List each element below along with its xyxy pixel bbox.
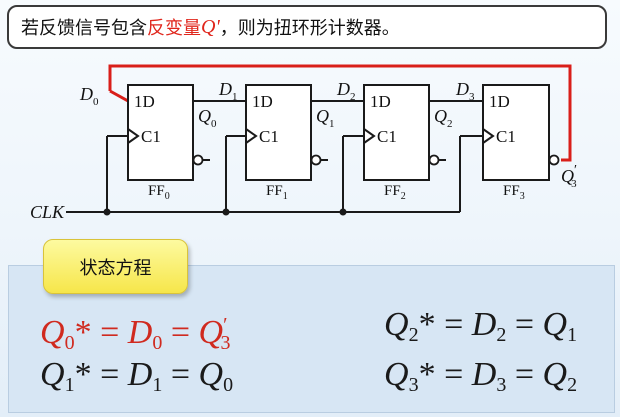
ff1-c-pin: C1 bbox=[259, 127, 279, 146]
flipflop-ff3: 1D C1 FF3 bbox=[482, 84, 560, 202]
equation-q3: Q3* = D3 = Q2 bbox=[384, 356, 578, 396]
ff0-c-pin: C1 bbox=[141, 127, 161, 146]
q2-label: Q2 bbox=[434, 106, 453, 130]
title-var: Q' bbox=[201, 15, 220, 38]
ff2-d-pin: 1D bbox=[370, 92, 391, 111]
d1-label: D1 bbox=[218, 79, 238, 103]
title-prefix: 若反馈信号包含 bbox=[21, 18, 147, 39]
equation-q2: Q2* = D2 = Q1 bbox=[384, 306, 578, 346]
ring-counter-circuit: 1D C1 FF0 1D C1 FF1 1D C1 FF2 1D C1 FF3 … bbox=[30, 64, 577, 222]
ff1-d-pin: 1D bbox=[252, 92, 273, 111]
flipflop-ff0: 1D C1 FF0 bbox=[127, 84, 210, 202]
equation-q1: Q1* = D1 = Q0 bbox=[40, 356, 234, 396]
title-suffix: ，则为扭环形计数器。 bbox=[219, 18, 400, 39]
ff2-name: FF2 bbox=[384, 183, 406, 202]
ff0-d-pin: 1D bbox=[134, 92, 155, 111]
flipflop-ff1: 1D C1 FF1 bbox=[245, 84, 328, 202]
ff3-name: FF3 bbox=[503, 183, 525, 202]
equation-q0: Q0* = D0 = Q′3 bbox=[40, 314, 231, 354]
flipflop-ff2: 1D C1 FF2 bbox=[363, 84, 446, 202]
q0-label: Q0 bbox=[198, 106, 217, 130]
q1-label: Q1 bbox=[316, 106, 335, 130]
feedback-wire bbox=[108, 64, 572, 162]
q3n-label: Q′3 bbox=[561, 163, 577, 190]
state-equation-tag: 状态方程 bbox=[43, 239, 188, 294]
ff3-d-pin: 1D bbox=[489, 92, 510, 111]
d0-label: D0 bbox=[79, 84, 99, 108]
d0-input-wire bbox=[109, 89, 129, 103]
ff0-name: FF0 bbox=[148, 183, 170, 202]
ff1-name: FF1 bbox=[266, 183, 288, 202]
ff2-c-pin: C1 bbox=[377, 127, 397, 146]
ff3-c-pin: C1 bbox=[496, 127, 516, 146]
title-highlight: 反变量 bbox=[147, 18, 201, 39]
clk-label: CLK bbox=[30, 202, 65, 222]
d2-label: D2 bbox=[336, 79, 356, 103]
d3-label: D3 bbox=[455, 79, 475, 103]
